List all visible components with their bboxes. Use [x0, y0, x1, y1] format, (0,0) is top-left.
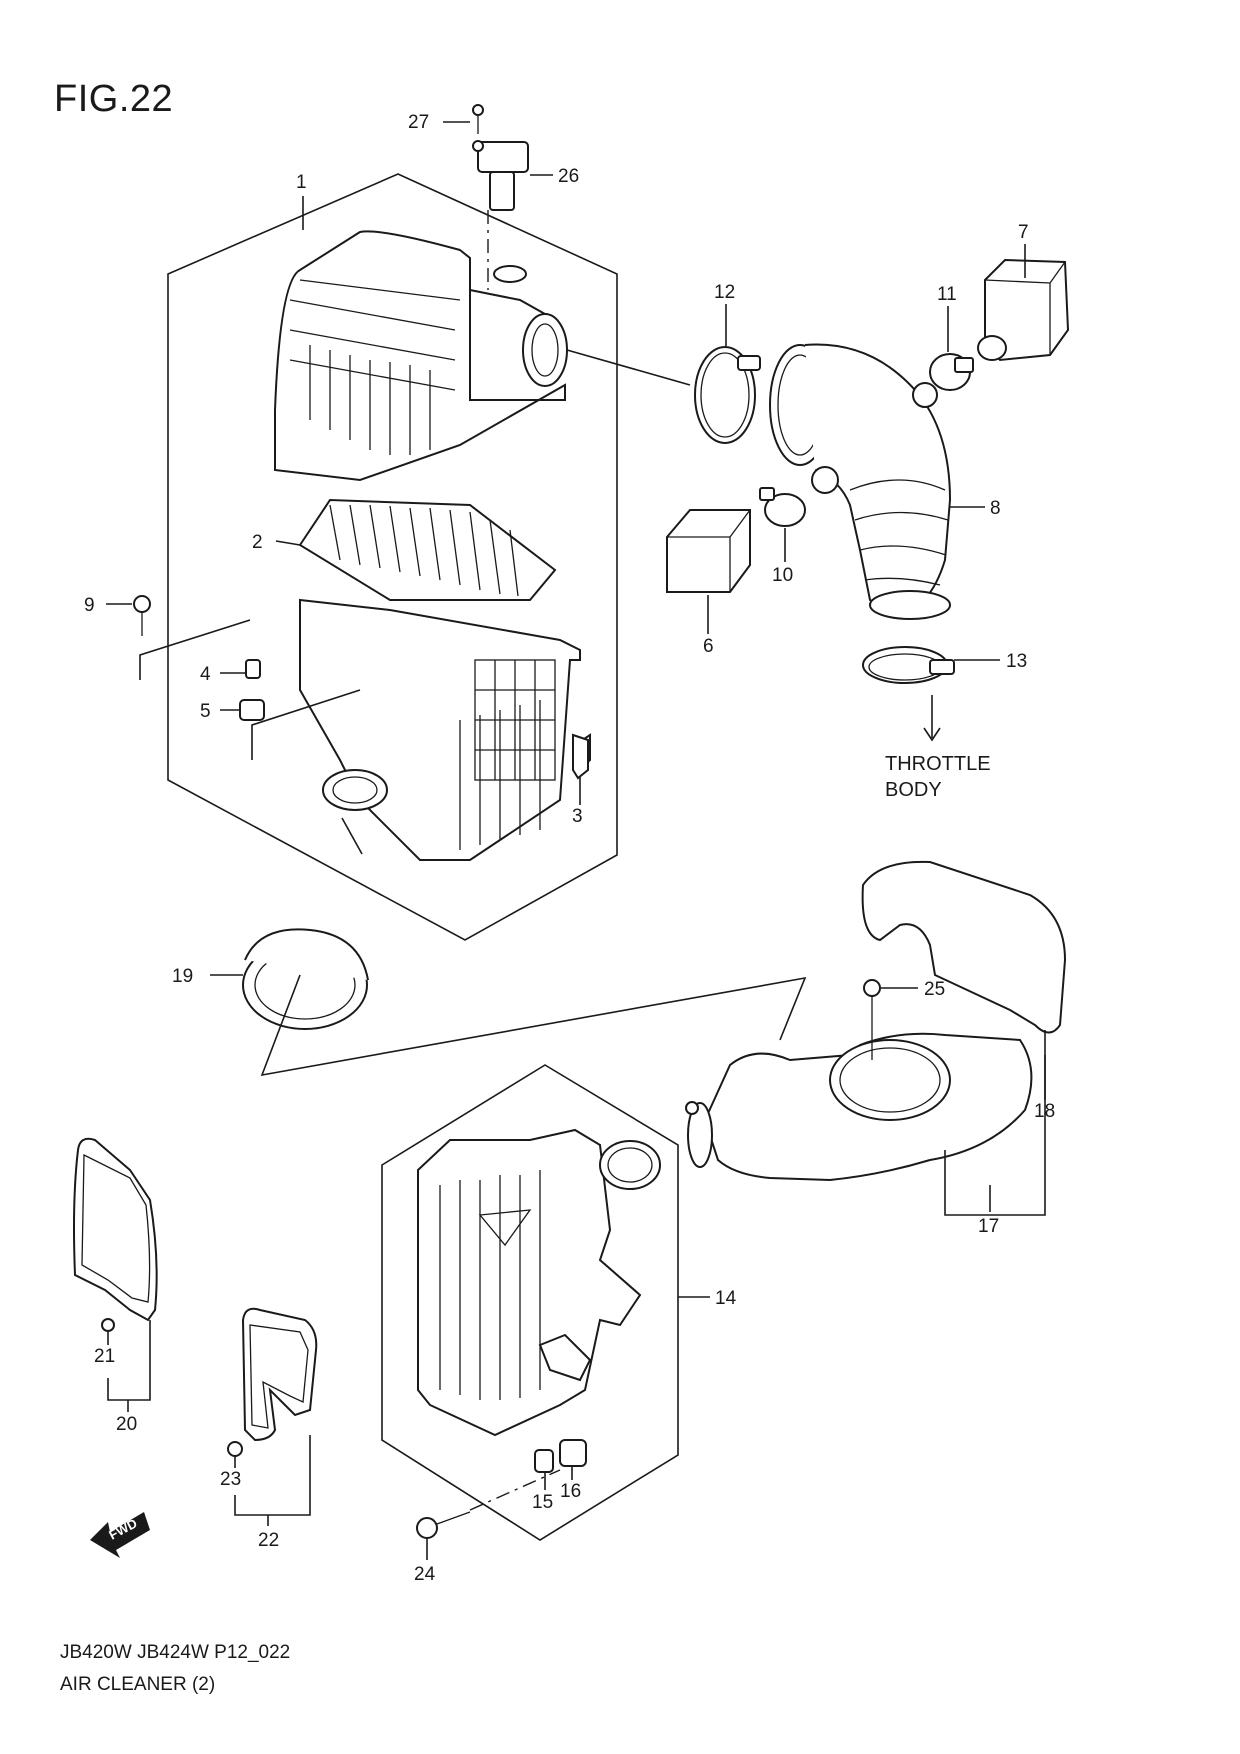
- callout-21: 21: [94, 1346, 115, 1367]
- callout-14: 14: [715, 1288, 737, 1309]
- throttle-body-label-line2: BODY: [885, 779, 942, 801]
- fwd-arrow-icon: FWD: [90, 1512, 150, 1558]
- hose-clamp-resonator: [929, 353, 974, 391]
- mass-airflow-sensor: [472, 104, 529, 290]
- callout-2: 2: [252, 532, 263, 553]
- resonator-box: [977, 258, 1070, 362]
- callout-3: 3: [572, 806, 583, 827]
- lower-resonator-case: [417, 1128, 661, 1437]
- lower-hardware: [416, 1439, 587, 1539]
- callout-12: 12: [714, 282, 735, 303]
- air-inlet-duct: [685, 860, 1067, 1182]
- callout-11: 11: [937, 284, 957, 305]
- callout-9: 9: [84, 595, 95, 616]
- callout-25: 25: [924, 979, 945, 1000]
- callout-24: 24: [414, 1564, 436, 1585]
- callout-10: 10: [772, 565, 793, 586]
- clip-part: [572, 733, 589, 780]
- callout-17: 17: [978, 1216, 999, 1237]
- intake-hose: [769, 343, 952, 620]
- callout-23: 23: [220, 1469, 241, 1490]
- callout-20: 20: [116, 1414, 137, 1435]
- throttle-body-label-line1: THROTTLE: [885, 753, 991, 775]
- air-filter-element: [298, 498, 557, 601]
- upper-assembly-frame: [167, 173, 618, 941]
- callout-5: 5: [200, 701, 211, 722]
- figure-caption: AIR CLEANER (2): [60, 1674, 216, 1695]
- hose-clamp-large: [694, 346, 761, 444]
- callout-16: 16: [560, 1481, 581, 1502]
- case-hardware: [133, 595, 361, 760]
- hose-clamp-small: [759, 487, 806, 527]
- callout-22: 22: [258, 1530, 279, 1551]
- callout-13: 13: [1006, 651, 1027, 672]
- callout-7: 7: [1018, 222, 1029, 243]
- callout-26: 26: [558, 166, 579, 187]
- callout-19: 19: [172, 966, 193, 987]
- callout-4: 4: [200, 664, 211, 685]
- callout-1: 1: [296, 172, 307, 193]
- leader-lines: [106, 121, 1046, 1560]
- callout-15: 15: [532, 1492, 553, 1513]
- callout-27: 27: [408, 112, 429, 133]
- figure-title: FIG.22: [54, 78, 174, 120]
- callout-numbers: 1 2 3 4 5 6 7 8 9 10 11 12 13 14 15 16 1…: [84, 112, 1055, 1585]
- callout-6: 6: [703, 636, 714, 657]
- lower-assembly-frame: [381, 1064, 679, 1541]
- air-cleaner-cover: [274, 230, 568, 482]
- seal-ring: [242, 928, 369, 1030]
- cover-block: [666, 509, 751, 593]
- model-code: JB420W JB424W P12_022: [60, 1642, 291, 1663]
- callout-8: 8: [990, 498, 1001, 519]
- hose-clamp-throttle: [862, 646, 955, 742]
- gasket-large: [73, 1137, 158, 1401]
- callout-18: 18: [1034, 1101, 1055, 1122]
- gasket-small: [227, 1307, 318, 1516]
